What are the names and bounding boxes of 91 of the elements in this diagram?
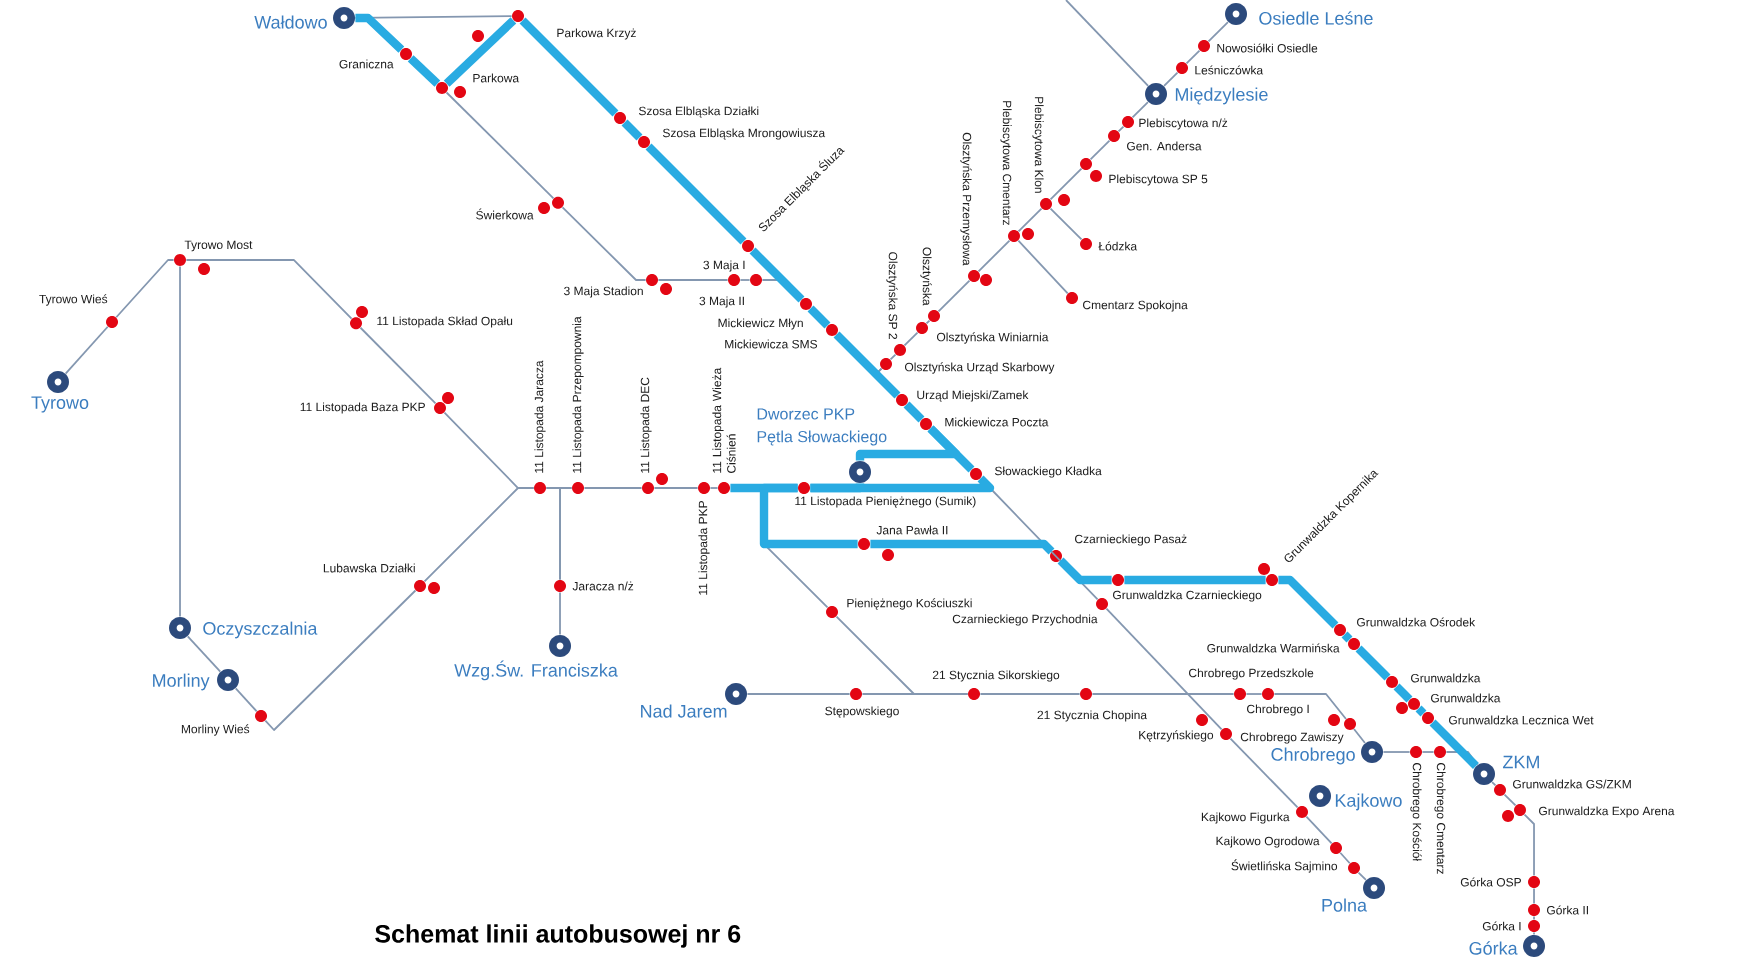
route-line <box>1533 887 1535 905</box>
route-line <box>179 265 181 618</box>
route-line <box>1105 607 1223 731</box>
route-line <box>1523 813 1535 877</box>
route-line <box>759 483 858 549</box>
route-line <box>583 487 643 489</box>
route-line <box>1429 719 1479 769</box>
route-line <box>739 279 751 281</box>
route-line <box>1124 575 1266 585</box>
route-line <box>519 17 619 117</box>
terminus-name: Polna <box>1322 898 1367 912</box>
terminus-name: Wałdowo <box>254 15 327 29</box>
route-line <box>1245 693 1263 695</box>
route-line <box>889 353 897 361</box>
route-line <box>903 401 925 423</box>
route-line <box>115 259 175 319</box>
route-line <box>1353 728 1366 744</box>
route-line <box>1017 207 1043 233</box>
route-line <box>1229 737 1299 809</box>
route-line <box>359 326 437 405</box>
terminus-name: Nad Jarem <box>641 704 727 718</box>
terminus-name: Oczyszczalnia <box>203 621 318 639</box>
route-line <box>657 279 729 281</box>
terminus-name: Międzylesie <box>1175 87 1268 105</box>
route-line <box>1339 851 1351 865</box>
terminus-name: Pętla Słowackiego <box>757 430 887 446</box>
route-line <box>979 693 1081 695</box>
route-line <box>1057 557 1112 585</box>
route-line <box>1393 683 1413 703</box>
route-line <box>807 305 831 329</box>
route-line <box>1091 693 1235 695</box>
route-line <box>1533 915 1535 921</box>
terminus-name: ZKM <box>1503 755 1539 769</box>
route-line <box>234 687 258 713</box>
title: Schemat linii autobusowej nr 6 <box>375 924 741 948</box>
route-line <box>1131 101 1149 119</box>
route-line <box>1357 871 1367 881</box>
terminus-name: Wzg.Św. Franciszka <box>454 660 618 681</box>
route-line <box>1278 575 1339 629</box>
route-line <box>1305 815 1333 845</box>
route-line <box>1163 71 1179 87</box>
route-line <box>709 487 719 489</box>
route-line <box>445 91 555 200</box>
route-line <box>423 487 535 583</box>
route-line <box>561 206 647 281</box>
terminus-name: Morliny <box>153 673 210 691</box>
route-line <box>833 331 901 399</box>
route-line <box>870 539 1055 555</box>
route-line <box>1049 207 1083 241</box>
route-line <box>1017 239 1069 295</box>
terminus-name: Osiedle Leśne <box>1259 11 1373 25</box>
route-line <box>186 635 222 673</box>
route-line <box>621 119 643 141</box>
route-line <box>1089 139 1111 161</box>
route-line <box>1185 49 1201 65</box>
terminus-name: Tyrowo <box>31 396 89 413</box>
route-line <box>559 487 573 581</box>
route-line <box>1065 0 1150 87</box>
route-line <box>407 55 441 87</box>
route-line <box>977 239 1011 273</box>
route-line <box>645 143 747 245</box>
route-line <box>1273 693 1347 720</box>
route-line <box>903 331 919 347</box>
route-line <box>1049 167 1083 201</box>
route-line <box>1341 631 1353 643</box>
route-line <box>925 319 931 325</box>
terminus-name: Górka <box>1469 941 1518 955</box>
route-line <box>1445 751 1479 766</box>
route-line <box>746 693 851 695</box>
route-line <box>1382 751 1411 753</box>
terminus-name: Kajkowo <box>1335 793 1402 811</box>
route-line <box>861 693 969 695</box>
route-line <box>1117 125 1125 133</box>
route-line <box>264 589 417 731</box>
terminus-name: Dworzec PKP <box>757 408 855 420</box>
route-line <box>1415 705 1427 717</box>
terminus-name: Chrobrego <box>1271 747 1355 765</box>
route-line <box>1421 751 1435 753</box>
route-line <box>185 259 353 320</box>
route-line <box>653 487 699 489</box>
route-line <box>810 475 995 493</box>
route-line <box>1355 645 1391 681</box>
route-line <box>1207 21 1229 43</box>
route-line <box>559 591 561 636</box>
route-line <box>355 13 405 53</box>
route-line <box>64 325 109 375</box>
route-line <box>443 17 517 87</box>
route-line <box>1503 793 1517 807</box>
route-line <box>1491 781 1497 787</box>
route-line <box>937 279 971 313</box>
route-line <box>855 425 961 461</box>
